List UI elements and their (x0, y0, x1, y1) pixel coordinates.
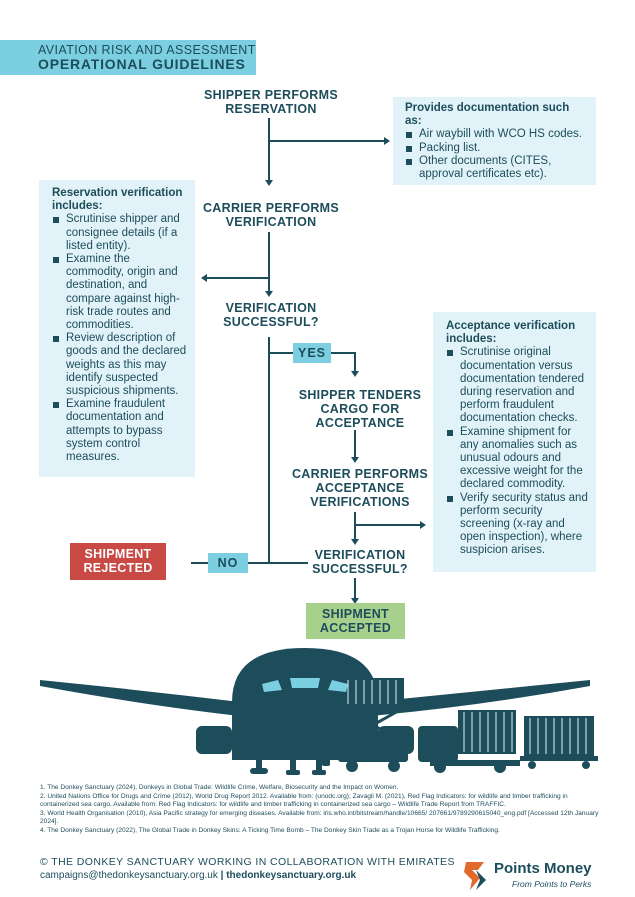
connector-line (269, 352, 293, 354)
cargo-container (524, 716, 594, 756)
truck-container (458, 710, 516, 754)
connector-line (268, 118, 270, 180)
documentation-info-box: Provides documentation such as: Air wayb… (393, 97, 596, 185)
cockpit-windows (262, 678, 348, 692)
no-tag: NO (208, 553, 248, 573)
copyright-text: © THE DONKEY SANCTUARY WORKING IN COLLAB… (40, 856, 455, 868)
shipment-accepted-badge: SHIPMENT ACCEPTED (306, 603, 405, 639)
step-verification-successful-2: VERIFICATION SUCCESSFUL? (312, 548, 408, 576)
references-list: 1. The Donkey Sanctuary (2024), Donkeys … (40, 784, 600, 835)
points-money-logo: Points Money From Points to Perks (462, 858, 634, 894)
reference-item: 4. The Donkey Sanctuary (2022), The Glob… (40, 826, 500, 834)
arrow-down-icon (265, 291, 273, 297)
connector-line (354, 352, 356, 371)
documentation-box-title: Provides documentation such as: (405, 102, 570, 128)
reference-item: 1. The Donkey Sanctuary (2024), Donkeys … (40, 784, 399, 791)
reservation-box-title: Reservation verification includes: (52, 187, 183, 213)
reference-item: 3. World Health Organisation (2010), Asi… (40, 809, 599, 826)
acceptance-item: Verify security status and perform secur… (446, 492, 588, 558)
wheel (346, 760, 358, 772)
connector-line (191, 562, 208, 564)
logo-mark-icon (464, 862, 486, 890)
page-header: AVIATION RISK AND ASSESSMENT OPERATIONAL… (0, 40, 256, 75)
arrow-down-icon (351, 371, 359, 377)
header-line-2: OPERATIONAL GUIDELINES (38, 56, 246, 72)
arrow-down-icon (351, 457, 359, 463)
documentation-item: Air waybill with WCO HS codes. (405, 128, 588, 141)
connector-line (354, 430, 356, 457)
person-body (322, 746, 330, 766)
arrow-left-icon (201, 274, 207, 282)
connector-line (355, 524, 420, 526)
wheel (582, 761, 590, 769)
reservation-item: Examine the commodity, origin and destin… (52, 253, 187, 332)
lift-vehicle (338, 740, 408, 762)
fuselage (232, 648, 378, 760)
landing-gear (290, 756, 296, 774)
wheel (312, 770, 326, 775)
acceptance-box-title: Acceptance verification includes: (446, 320, 576, 346)
left-wing (40, 680, 240, 716)
wheel (250, 768, 268, 774)
step-carrier-verification: CARRIER PERFORMS VERIFICATION (202, 201, 340, 229)
wheel (388, 760, 400, 772)
reservation-item: Examine fraudulent documentation and att… (52, 398, 187, 464)
landing-gear (256, 752, 262, 774)
step-shipper-reservation: SHIPPER PERFORMS RESERVATION (204, 88, 338, 116)
acceptance-item: Scrutinise original documentation versus… (446, 346, 588, 425)
lift-platform-cargo (342, 678, 404, 706)
acceptance-item: Examine shipment for any anomalies such … (446, 426, 588, 492)
connector-line (268, 337, 270, 563)
arrow-down-icon (265, 180, 273, 186)
contact-email-link[interactable]: campaigns@thedonkeysanctuary.org.uk (40, 870, 218, 881)
wheel (434, 761, 446, 773)
truck-cab (418, 726, 458, 762)
landing-gear (316, 756, 322, 774)
website-link[interactable]: thedonkeysanctuary.org.uk (226, 870, 357, 881)
documentation-item: Packing list. (405, 142, 588, 155)
airplane-cargo-illustration (40, 648, 598, 775)
contact-line: campaigns@thedonkeysanctuary.org.uk | th… (40, 870, 356, 881)
arrow-down-icon (351, 598, 359, 604)
separator: | (220, 870, 224, 881)
arrow-down-icon (351, 539, 359, 545)
arrow-right-icon (420, 521, 426, 529)
wheel (494, 761, 506, 773)
person-head (322, 737, 330, 745)
wheel (528, 761, 536, 769)
connector-line (207, 277, 269, 279)
wheel (286, 770, 300, 775)
documentation-item: Other documents (CITES, approval certifi… (405, 155, 588, 181)
shipment-rejected-badge: SHIPMENT REJECTED (70, 543, 166, 580)
connector-line (248, 562, 308, 564)
logo-tagline: From Points to Perks (512, 879, 592, 889)
reference-item: 2. United Nations Office for Drugs and C… (40, 792, 568, 809)
right-wing (370, 680, 590, 716)
yes-tag: YES (293, 343, 331, 363)
arrow-right-icon (384, 137, 390, 145)
reservation-info-box: Reservation verification includes: Scrut… (39, 180, 195, 477)
step-carrier-acceptance: CARRIER PERFORMS ACCEPTANCE VERIFICATION… (291, 467, 429, 509)
connector-line (331, 352, 355, 354)
logo-name: Points Money (494, 860, 592, 877)
header-line-1: AVIATION RISK AND ASSESSMENT (38, 43, 256, 57)
connector-line (269, 140, 384, 142)
reservation-item: Scrutinise shipper and consignee details… (52, 213, 187, 253)
left-engine (196, 726, 232, 754)
connector-line (268, 232, 270, 292)
reservation-item: Review description of goods and the decl… (52, 332, 187, 398)
step-shipper-tenders: SHIPPER TENDERS CARGO FOR ACCEPTANCE (298, 388, 422, 430)
step-verification-successful-1: VERIFICATION SUCCESSFUL? (223, 301, 319, 329)
acceptance-info-box: Acceptance verification includes: Scruti… (433, 312, 596, 572)
connector-line (354, 578, 356, 598)
